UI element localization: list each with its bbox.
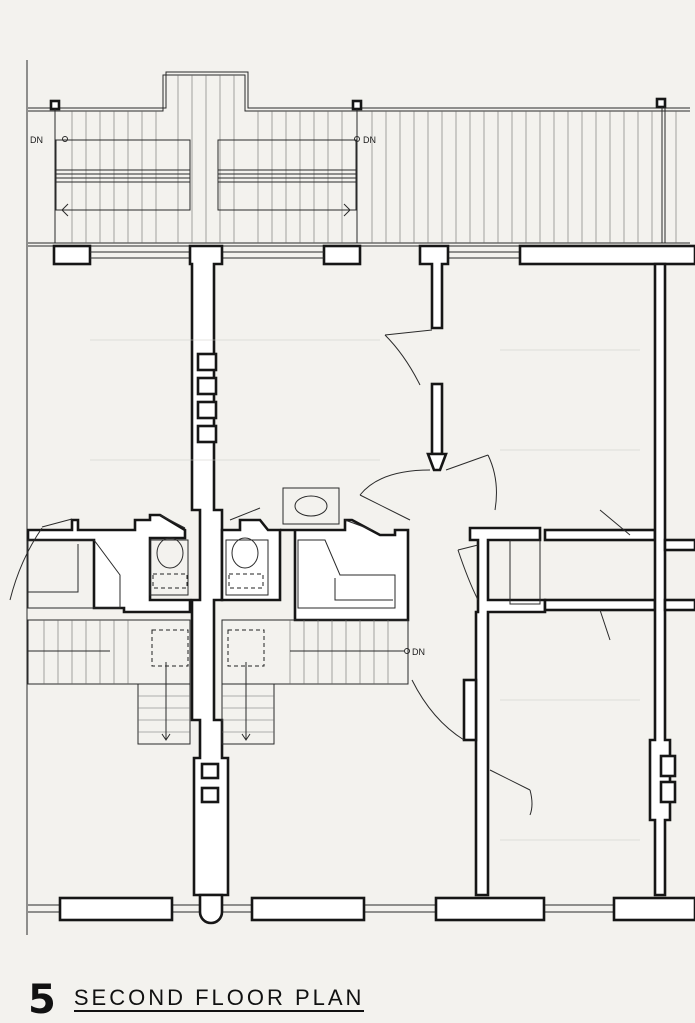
balcony-stair-left bbox=[55, 139, 191, 217]
dn-label-balcony-right: DN bbox=[363, 135, 376, 145]
dn-label-balcony-left: DN bbox=[30, 135, 43, 145]
balcony-stair-right bbox=[217, 139, 357, 217]
deck-boards-left bbox=[71, 75, 343, 243]
faint-construction-lines bbox=[90, 339, 640, 841]
dn-label-interior-stair: DN bbox=[412, 647, 425, 657]
exterior-wall-top bbox=[52, 244, 695, 330]
right-unit-walls bbox=[384, 262, 695, 897]
deck-boards-right bbox=[371, 111, 677, 243]
bathroom-left bbox=[9, 513, 192, 614]
bathroom-right bbox=[220, 469, 431, 622]
party-wall-center bbox=[188, 244, 230, 897]
interior-stair-left bbox=[27, 619, 191, 745]
post bbox=[351, 99, 363, 111]
exterior-wall-bottom bbox=[28, 893, 695, 925]
post bbox=[49, 99, 61, 111]
title-block: 5 SECOND FLOOR PLAN bbox=[28, 977, 365, 1023]
interior-stair-right: DN bbox=[221, 619, 425, 745]
sheet-number: 5 bbox=[28, 977, 56, 1023]
balcony: DN DN bbox=[28, 71, 690, 247]
sheet-title: SECOND FLOOR PLAN bbox=[73, 985, 365, 1012]
post bbox=[655, 97, 667, 109]
